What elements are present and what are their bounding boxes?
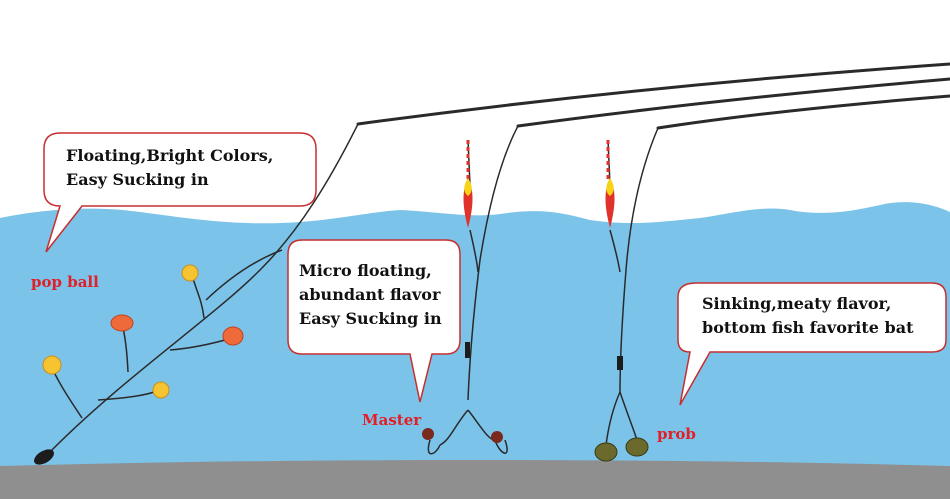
- sinker-icon: [34, 449, 54, 465]
- sinker-icon: [465, 342, 470, 358]
- sinking-bubble-text: Sinking,meaty flavor, bottom fish favori…: [702, 292, 913, 340]
- water: [0, 202, 950, 470]
- pop-bubble-shape: [43, 132, 317, 253]
- pop-bubble-line-2: Easy Sucking in: [66, 170, 209, 189]
- pop-ball-label: pop ball: [31, 273, 99, 291]
- prob-label: prob: [657, 425, 696, 443]
- master-float-rig: [422, 125, 519, 455]
- bait-ball-icon: [42, 264, 244, 399]
- master-label: Master: [362, 411, 422, 429]
- rod-icon: [356, 62, 950, 130]
- micro-bubble-text: Micro floating, abundant flavor Easy Suc…: [299, 259, 442, 331]
- micro-bubble-line-2: abundant flavor: [299, 285, 441, 304]
- micro-bubble-line-3: Easy Sucking in: [299, 309, 442, 328]
- prob-float-rig: [594, 127, 659, 462]
- sinker-icon: [617, 356, 623, 370]
- bait-ball-icon: [422, 428, 434, 440]
- float-icon: [605, 140, 615, 228]
- lake-bed: [0, 460, 950, 499]
- micro-bubble-line-1: Micro floating,: [299, 261, 432, 280]
- bait-ball-icon: [625, 437, 649, 457]
- micro-bubble-shape: [287, 239, 461, 403]
- sinking-bubble-line-2: bottom fish favorite bat: [702, 318, 914, 337]
- sinking-bubble-shape: [677, 282, 947, 406]
- sinking-bubble-line-1: Sinking,meaty flavor,: [702, 294, 892, 313]
- bait-ball-icon: [491, 431, 503, 443]
- float-icon: [463, 140, 473, 228]
- bait-ball-icon: [594, 442, 618, 462]
- pop-bubble-text: Floating,Bright Colors, Easy Sucking in: [66, 144, 273, 192]
- pop-bubble-line-1: Floating,Bright Colors,: [66, 146, 274, 165]
